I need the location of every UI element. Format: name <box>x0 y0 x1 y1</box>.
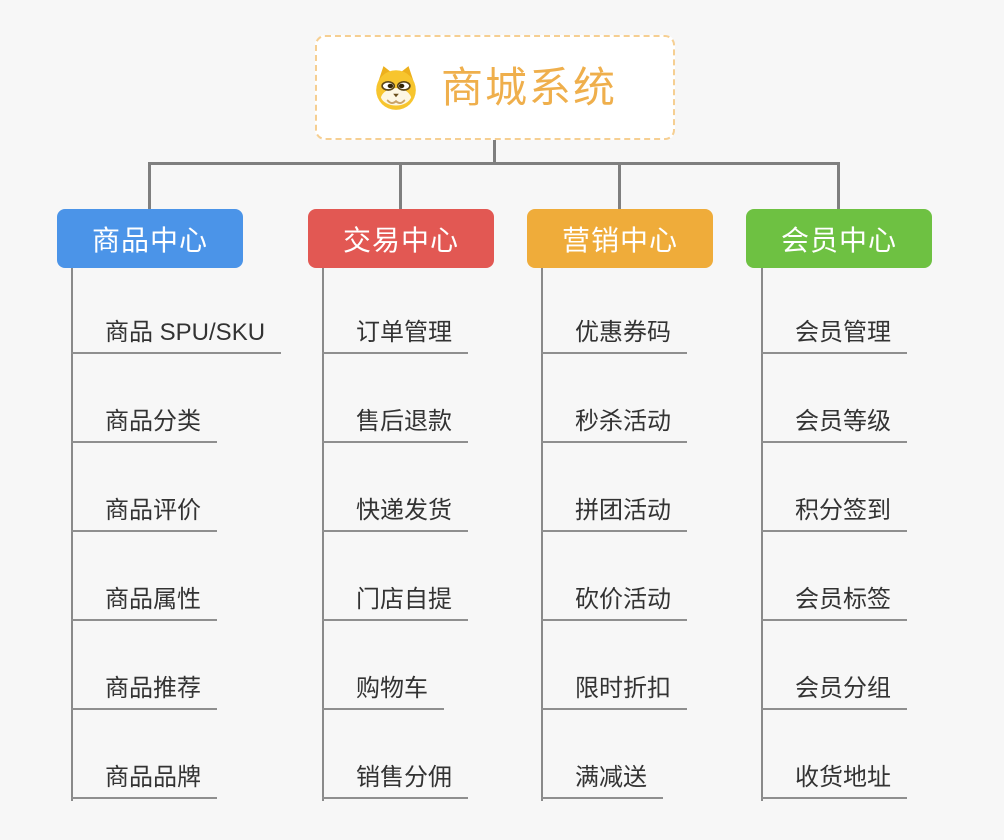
branch-label: 会员中心 <box>780 224 897 256</box>
child-node[interactable]: 销售分佣 <box>322 763 468 799</box>
child-node[interactable]: 商品评价 <box>71 496 217 532</box>
child-node[interactable]: 收货地址 <box>761 763 907 799</box>
child-node[interactable]: 拼团活动 <box>541 496 687 532</box>
bus-connector <box>149 162 839 165</box>
child-node[interactable]: 会员管理 <box>761 318 907 354</box>
branch-node-product-center[interactable]: 商品中心 <box>57 209 243 268</box>
branch-node-trade-center[interactable]: 交易中心 <box>308 209 494 268</box>
branch-spine-connector <box>761 268 763 801</box>
child-node[interactable]: 砍价活动 <box>541 585 687 621</box>
child-node[interactable]: 满减送 <box>541 763 663 799</box>
branch-label: 商品中心 <box>91 224 208 256</box>
child-node[interactable]: 会员标签 <box>761 585 907 621</box>
branch-label: 交易中心 <box>342 224 459 256</box>
child-node[interactable]: 商品 SPU/SKU <box>71 318 282 354</box>
child-node[interactable]: 商品属性 <box>71 585 217 621</box>
branch-drop-connector <box>148 162 151 209</box>
child-node[interactable]: 门店自提 <box>322 585 468 621</box>
child-node[interactable]: 商品品牌 <box>71 763 217 799</box>
branch-spine-connector <box>541 268 543 801</box>
child-node[interactable]: 售后退款 <box>322 407 468 443</box>
branch-drop-connector <box>837 162 840 209</box>
child-node[interactable]: 商品分类 <box>71 407 217 443</box>
branch-spine-connector <box>71 268 73 801</box>
child-node[interactable]: 快递发货 <box>322 496 468 532</box>
root-node-label: 商城系统 <box>440 63 617 111</box>
root-stem-connector <box>493 140 496 164</box>
root-node[interactable]: 商城系统 <box>315 35 675 140</box>
dog-face-icon <box>376 65 416 110</box>
branch-label: 营销中心 <box>561 224 678 256</box>
child-node[interactable]: 秒杀活动 <box>541 407 687 443</box>
child-node[interactable]: 商品推荐 <box>71 674 217 710</box>
child-node[interactable]: 会员等级 <box>761 407 907 443</box>
branch-drop-connector <box>618 162 621 209</box>
child-node[interactable]: 积分签到 <box>761 496 907 532</box>
branch-node-member-center[interactable]: 会员中心 <box>746 209 932 268</box>
child-node[interactable]: 优惠券码 <box>541 318 687 354</box>
branch-spine-connector <box>322 268 324 801</box>
child-node[interactable]: 订单管理 <box>322 318 468 354</box>
child-node[interactable]: 限时折扣 <box>541 674 687 710</box>
branch-node-marketing-center[interactable]: 营销中心 <box>527 209 713 268</box>
child-node[interactable]: 购物车 <box>322 674 444 710</box>
branch-drop-connector <box>399 162 402 209</box>
child-node[interactable]: 会员分组 <box>761 674 907 710</box>
